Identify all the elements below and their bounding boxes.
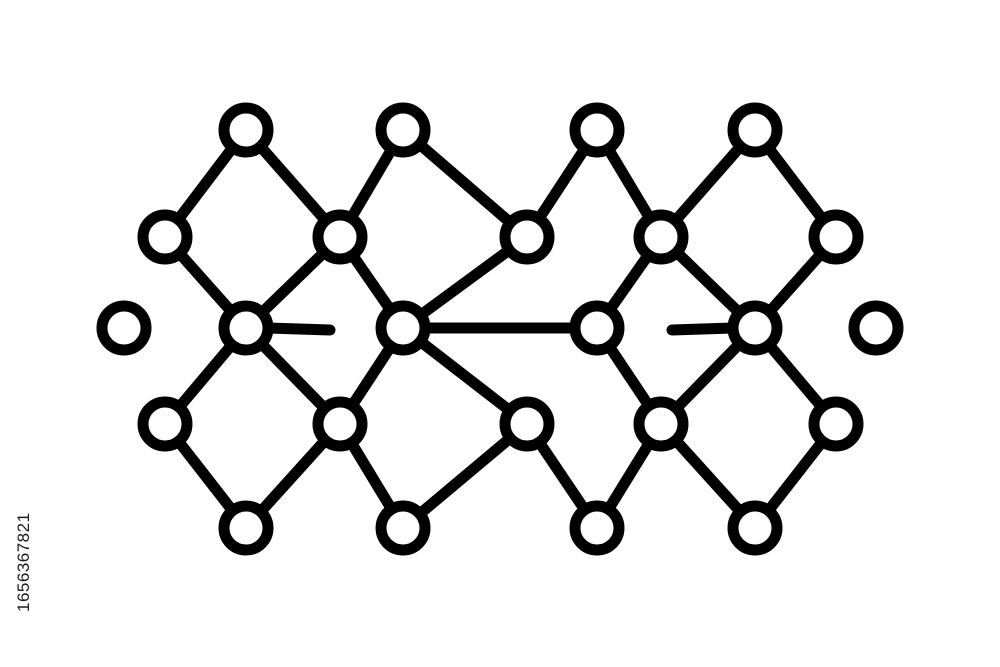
node-e4 <box>727 500 783 556</box>
stock-id-label: 1656367821 <box>14 512 33 612</box>
node-b1 <box>137 209 193 265</box>
right-stub <box>666 322 739 336</box>
node-a1 <box>218 102 274 158</box>
node-c3 <box>569 300 625 356</box>
node-b5 <box>808 209 864 265</box>
node-b3 <box>499 209 555 265</box>
node-d2 <box>312 396 368 452</box>
node-a2 <box>375 102 431 158</box>
node-d4 <box>633 396 689 452</box>
node-b2 <box>312 209 368 265</box>
node-d1 <box>137 396 193 452</box>
right-dot <box>848 300 904 356</box>
node-b4 <box>633 209 689 265</box>
node-e2 <box>375 500 431 556</box>
node-layer <box>96 102 904 556</box>
node-c4 <box>727 300 783 356</box>
node-d3 <box>499 396 555 452</box>
node-c1 <box>218 300 274 356</box>
node-a4 <box>727 102 783 158</box>
node-e3 <box>569 500 625 556</box>
left-stub <box>262 322 336 336</box>
left-dot <box>96 300 152 356</box>
node-e1 <box>218 500 274 556</box>
node-c2 <box>375 300 431 356</box>
node-a3 <box>569 102 625 158</box>
node-d5 <box>808 396 864 452</box>
